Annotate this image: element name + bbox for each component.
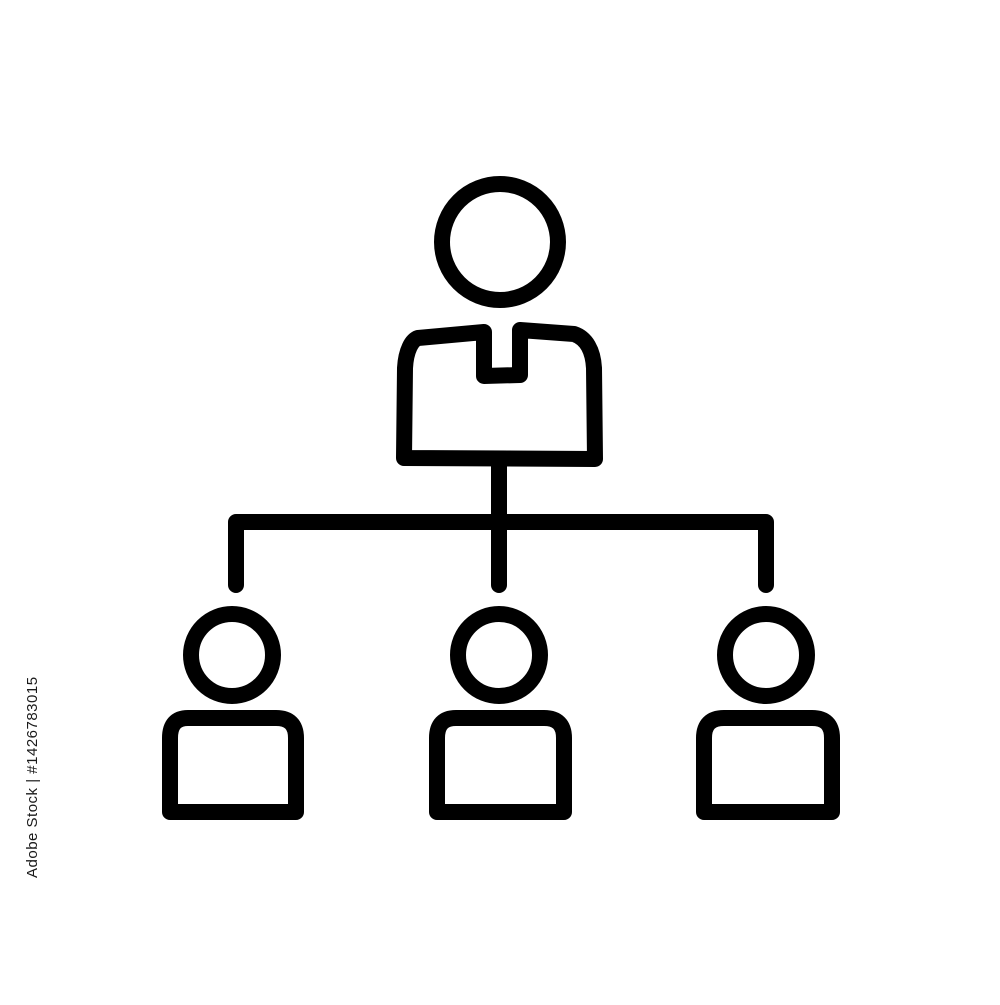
- person-head: [183, 606, 281, 704]
- person-head: [450, 606, 548, 704]
- manager-person-icon: [396, 176, 603, 467]
- hierarchy-connectors: [228, 454, 774, 593]
- person-head: [717, 606, 815, 704]
- subordinate-person-icon-left: [162, 606, 304, 820]
- subordinate-person-icon-center: [429, 606, 572, 820]
- person-body: [696, 710, 840, 820]
- person-body: [162, 710, 304, 820]
- stock-id-text: Adobe Stock | #142678301​5: [24, 676, 41, 878]
- person-body: [429, 710, 572, 820]
- manager-body: [396, 322, 603, 467]
- manager-head: [434, 176, 566, 308]
- subordinate-person-icon-right: [696, 606, 840, 820]
- connector-horizontal-bar: [228, 514, 774, 593]
